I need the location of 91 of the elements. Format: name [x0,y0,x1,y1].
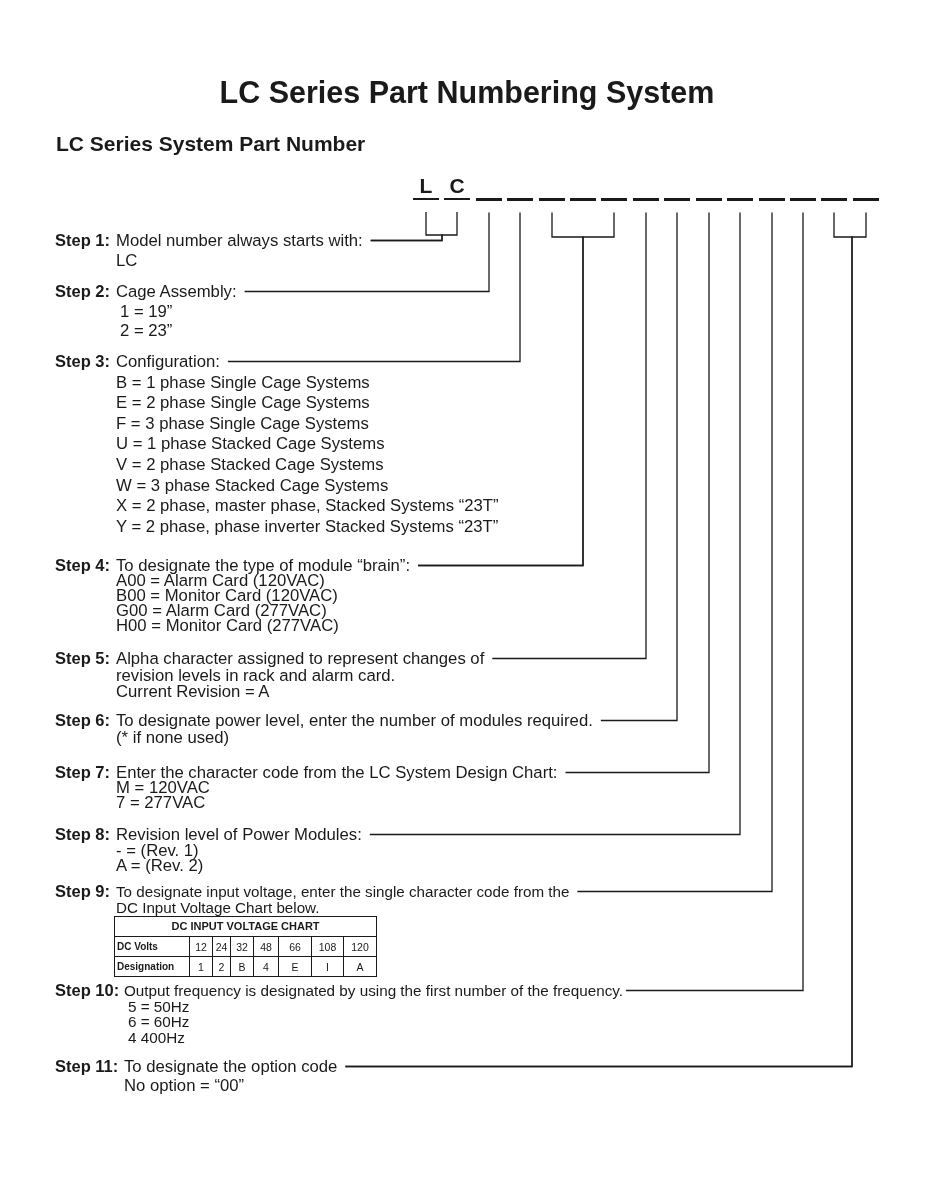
step-detail: W = 3 phase Stacked Cage Systems [116,475,389,497]
step-description: Enter the character code from the LC System Design Chart: [116,763,558,782]
step-detail: B = 1 phase Single Cage Systems [116,372,370,394]
leader-line [625,211,804,992]
character-slot [853,198,879,201]
step-detail: 2 = 23” [119,321,173,341]
step-label: Step 8: [55,825,110,843]
character-slot [601,198,627,201]
leader-line [369,211,741,836]
step-detail: 6 = 60Hz [127,1014,190,1030]
step-description: Model number always starts with: [116,231,363,250]
character-slot: C [444,174,470,200]
value-cell: A [343,956,377,977]
step-label: Step 10: [55,981,120,999]
value-cell: 12 [189,936,213,957]
step-description: To designate the type of module “brain”: [116,556,411,575]
page-title: LC Series Part Numbering System [219,74,715,111]
step-detail: - = (Rev. 1) [116,842,199,858]
value-cell: 1 [189,956,213,977]
step-detail: A = (Rev. 2) [116,858,204,874]
value-cell: E [278,956,312,977]
step-label: Step 11: [55,1057,119,1075]
character-slot [664,198,690,201]
step-label: Step 6: [55,711,110,729]
step-detail: M = 120VAC [116,780,210,795]
leader-line [243,211,490,293]
character-slot [507,198,533,201]
step-description: Cage Assembly: [116,282,237,301]
value-cell: 108 [311,936,344,957]
step-label: Step 2: [55,282,110,300]
step-description: Alpha character assigned to represent changes of revision levels in rack and alarm card. [116,649,485,685]
character-slot [570,198,596,201]
value-cell: I [311,956,344,977]
step-detail: (* if none used) [116,729,230,746]
value-cell: 4 [253,956,279,977]
value-cell: B [230,956,254,977]
step-label: Step 9: [55,882,110,900]
step-description: To designate the option code [124,1057,338,1076]
value-cell: 2 [212,956,231,977]
leader-line [227,211,521,363]
leader-line [491,211,647,660]
step-detail: 4 400Hz [127,1029,185,1045]
value-cell: 66 [278,936,312,957]
leader-line [370,211,458,242]
step-detail: 5 = 50Hz [128,998,190,1014]
step-label: Step 7: [55,763,110,781]
character-slot [633,198,659,201]
step-detail: No option = “00” [124,1076,245,1095]
leader-line [564,211,710,774]
value-cell: 24 [212,936,231,957]
step-detail: A00 = Alarm Card (120VAC) [116,573,325,588]
step-detail: B00 = Monitor Card (120VAC) [116,588,338,603]
leader-line [417,211,615,567]
step-detail: G00 = Alarm Card (277VAC) [116,603,327,618]
leader-line [600,211,678,722]
step-detail: H00 = Monitor Card (277VAC) [116,618,339,633]
step-detail: Current Revision = A [116,684,270,701]
row-header-cell: DC Volts [114,936,190,957]
character-slot: L [413,174,439,200]
step-detail: LC [116,250,138,270]
character-slot [759,198,785,201]
character-slot [727,198,753,201]
character-slot [539,198,565,201]
step-description: Revision level of Power Modules: [116,825,362,844]
step-description: To designate power level, enter the number of modules required. [116,711,593,730]
value-cell: 48 [253,936,279,957]
step-detail: V = 2 phase Stacked Cage Systems [116,454,384,476]
step-description: To designate input voltage, enter the single character code from the DC Input Voltage Chart below. [116,883,570,916]
value-cell: 32 [230,936,254,957]
step-description: Output frequency is designated by using the first number of the frequency. [124,982,624,999]
character-slot [476,198,502,201]
step-description: Configuration: [116,352,220,371]
row-header-cell: Designation [114,956,190,977]
step-detail: 7 = 277VAC [116,795,206,810]
step-label: Step 4: [55,556,110,574]
step-label: Step 5: [55,649,110,667]
step-detail: U = 1 phase Stacked Cage Systems [116,434,385,455]
character-slot [790,198,816,201]
section-heading: LC Series System Part Number [56,131,366,157]
character-slot [821,198,847,201]
step-detail: Y = 2 phase, phase inverter Stacked Systems “23T” [116,516,499,538]
step-detail: E = 2 phase Single Cage Systems [116,393,370,414]
leader-line [576,211,773,893]
step-detail: X = 2 phase, master phase, Stacked Systems “23T” [116,496,499,517]
step-label: Step 1: [55,231,110,249]
step-label: Step 3: [55,352,110,370]
step-detail: F = 3 phase Single Cage Systems [116,413,369,435]
character-slot [696,198,722,201]
step-detail: 1 = 19” [119,301,173,321]
value-cell: 120 [343,936,377,957]
chart-title-cell: DC INPUT VOLTAGE CHART [114,916,377,937]
